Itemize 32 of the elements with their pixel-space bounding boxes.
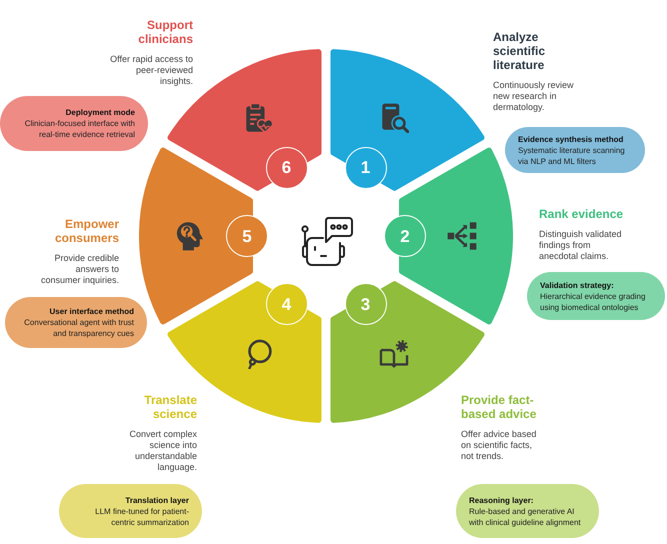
pill-text: Clinician-focused interface with real-time evidence retrieval — [24, 118, 135, 140]
info-pill — [456, 484, 599, 538]
info-pill — [505, 127, 645, 173]
step-heading: Provide fact-based advice — [461, 393, 538, 421]
step-heading: Translate science — [143, 393, 197, 421]
step-description: Provide credible answers to consumer inquiries. — [40, 253, 119, 286]
pill-title: Validation strategy: — [540, 280, 614, 290]
info-pill — [5, 297, 147, 348]
step-heading: Empower consumers — [54, 217, 119, 245]
step-description: Offer rapid access to peer-reviewed insights. — [109, 54, 193, 87]
pill-title: Translation layer — [125, 494, 189, 506]
step-description: Continuously review new research in dermatology. — [493, 80, 575, 113]
pill-text: LLM fine-tuned for patient-centric summarization — [94, 506, 189, 528]
number-badge: 2 — [384, 215, 426, 257]
info-pill — [59, 484, 202, 538]
pill-title: Evidence synthesis method — [518, 134, 624, 144]
pill-text: Conversational agent with trust and transparency cues — [23, 317, 134, 339]
info-pill — [527, 272, 665, 320]
step-description: Convert complex science into understandable language. — [128, 429, 197, 473]
pill-text: Hierarchical evidence grading using biomedical ontologies — [540, 290, 646, 312]
step-description: Distinguish validated findings from anecdotal claims. — [539, 229, 623, 262]
pill-title: User interface method — [50, 306, 134, 317]
pill-title: Reasoning layer: — [469, 494, 534, 506]
step-heading: Rank evidence — [539, 207, 624, 221]
step-heading: Analyze scientific literature — [493, 30, 546, 72]
pill-text: Systematic literature scanning via NLP and ML filters — [518, 144, 626, 166]
step-heading: Support clinicians — [137, 18, 193, 46]
pill-title: Deployment mode — [66, 107, 135, 118]
info-pill — [0, 96, 148, 151]
pill-text: Rule-based and generative AI with clinical guideline alignment — [469, 506, 582, 528]
number-badge: 5 — [226, 215, 268, 257]
step-description: Offer advice based on scientific facts, not trends. — [461, 429, 538, 462]
